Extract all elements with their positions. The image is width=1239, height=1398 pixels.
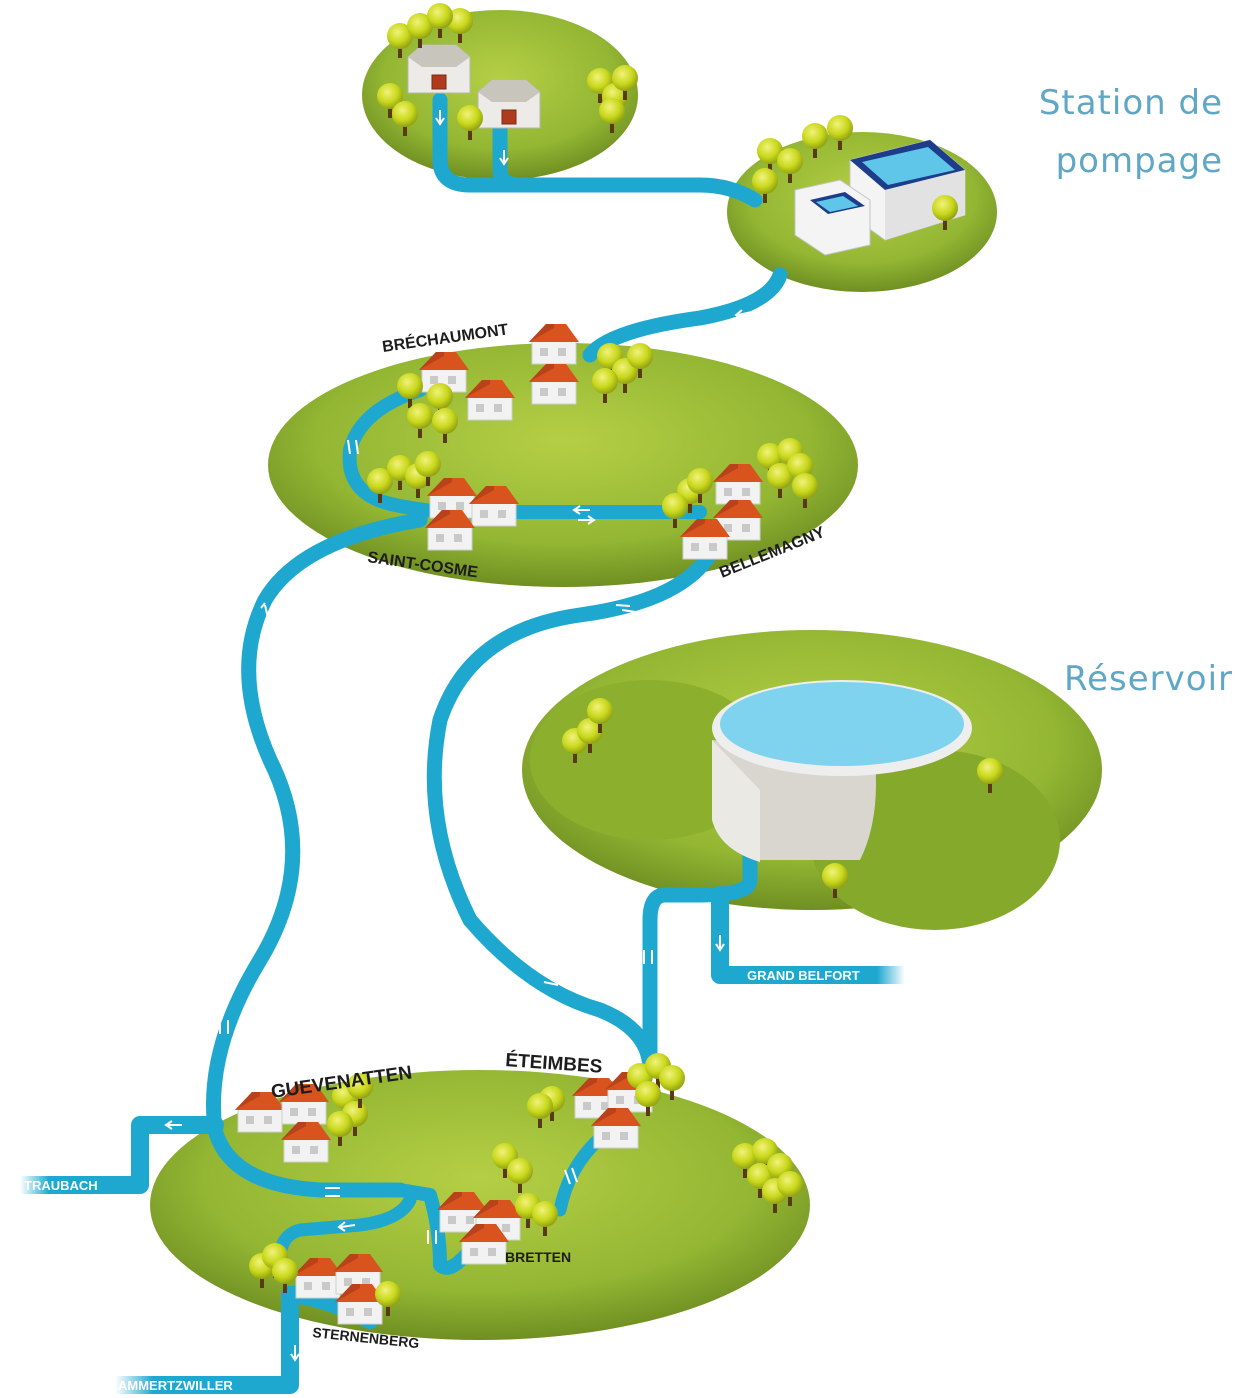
pumping-station-label-line2: pompage [1055, 141, 1223, 181]
pumping-station-label: Station de pompage [1039, 74, 1223, 190]
exit-label-traubach: TRAUBACH [24, 1178, 98, 1193]
reservoir-basin [712, 680, 972, 862]
flow-arrows [164, 110, 753, 1362]
village-label-bretten: BRETTEN [505, 1249, 571, 1265]
well-structure-2 [477, 79, 541, 129]
exit-label-grand-belfort: GRAND BELFORT [747, 968, 860, 983]
exit-label-ammertzwiller: AMMERTZWILLER [118, 1378, 233, 1393]
reservoir-label: Réservoir [1064, 659, 1233, 699]
well-structure-1 [407, 44, 471, 94]
pumping-station-label-line1: Station de [1038, 83, 1223, 123]
